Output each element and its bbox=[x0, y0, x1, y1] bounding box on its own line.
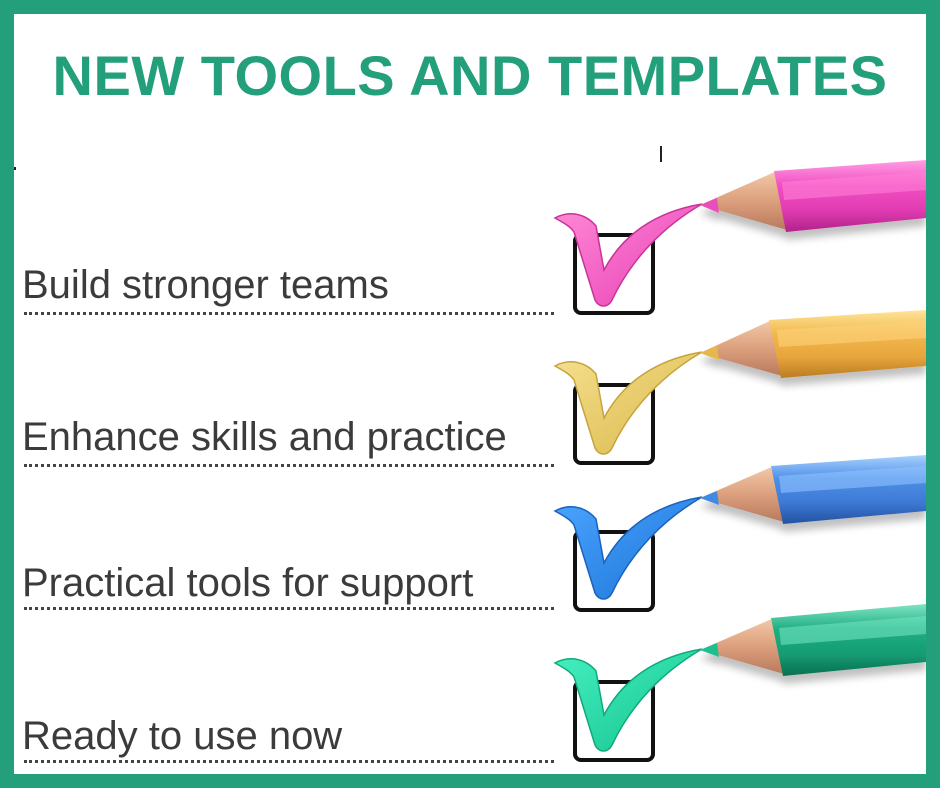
checklist-item-label-2: Enhance skills and practice bbox=[22, 415, 507, 459]
checklist-item-label-3: Practical tools for support bbox=[22, 561, 474, 605]
checkbox-2 bbox=[573, 383, 655, 465]
dotted-line-1 bbox=[24, 312, 554, 315]
checklist-item-label-4: Ready to use now bbox=[22, 714, 343, 758]
stray-mark-left bbox=[14, 167, 16, 170]
dotted-line-3 bbox=[24, 607, 554, 610]
pencil-artwork bbox=[553, 160, 926, 752]
banner-title: NEW TOOLS AND TEMPLATES bbox=[52, 44, 888, 107]
checkbox-1 bbox=[573, 233, 655, 315]
checkbox-3 bbox=[573, 530, 655, 612]
dotted-line-4 bbox=[24, 760, 554, 763]
checkbox-4 bbox=[573, 680, 655, 762]
dotted-line-2 bbox=[24, 464, 554, 467]
checklist-item-label-1: Build stronger teams bbox=[22, 263, 389, 307]
stray-mark-right bbox=[660, 146, 662, 162]
